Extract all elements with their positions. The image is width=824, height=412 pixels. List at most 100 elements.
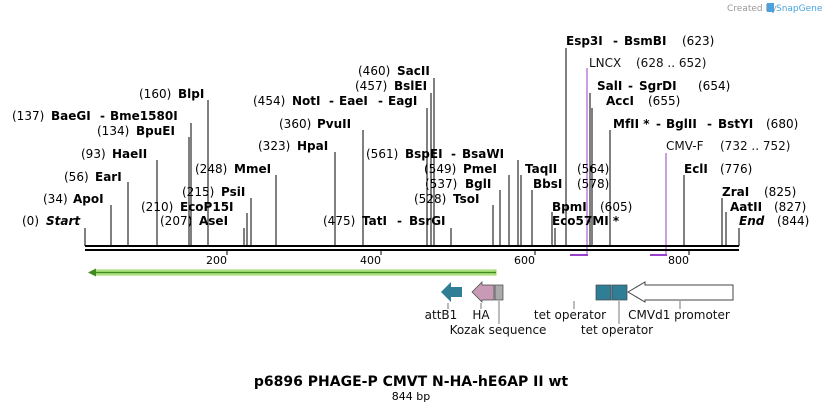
map-subtitle: 844 bp (392, 390, 430, 403)
site-baegi-pos: (137) (12, 109, 44, 123)
site-hpai-pos: (323) (258, 139, 290, 153)
site-asei-pos: (207) (160, 214, 192, 228)
site-taqii-pos: (564) (577, 162, 609, 176)
feature-label-tet-operator-1: tet operator (534, 308, 606, 322)
ha-feature (471, 281, 495, 303)
site-acci-name: AccI (606, 94, 634, 108)
site-bspei-name: BspEI (405, 147, 443, 161)
site-haeii-pos: (93) (81, 147, 106, 161)
site-tati-name: TatI (362, 214, 387, 228)
axis-label-600: 600 (514, 254, 535, 267)
site-start-name: Start (46, 214, 81, 228)
site-tsoi-pos: (528) (414, 192, 446, 206)
site-eari-name: EarI (95, 170, 122, 184)
primer-cmvf-name: CMV-F (666, 139, 704, 153)
axis-label-800: 800 (668, 254, 689, 267)
site-ecop15i-pos: (210) (141, 200, 173, 214)
feature-label-tet-operator-2: tet operator (581, 323, 653, 337)
tet-operator-feature-1 (595, 284, 612, 301)
site-hpai-name: HpaI (297, 139, 328, 153)
tet-operator-feature-2 (611, 284, 628, 301)
feature-label-cmvd1-promoter: CMVd1 promoter (628, 308, 730, 322)
site-zrai-name: ZraI (722, 185, 749, 199)
site-bsawi-name: BsaWI (462, 147, 504, 161)
site-bsrgi-name: BsrGI (409, 214, 446, 228)
site-end-name: End (739, 214, 765, 228)
site-bgli-name: BglI (465, 177, 491, 191)
site-eaei-name: EaeI (339, 94, 368, 108)
site-ecop15i-name: EcoP15I (180, 200, 234, 214)
site-bpuei-pos: (134) (97, 124, 129, 138)
site-blpi-name: BlpI (178, 87, 204, 101)
site-bglii-name: BglII (666, 117, 697, 131)
site-sgrdi-name: SgrDI (639, 79, 677, 93)
site-mfli-sep2: - (707, 117, 712, 131)
site-start-pos: (0) (22, 214, 39, 228)
site-ecli-name: EclI (684, 162, 708, 176)
site-sali-sep: - (628, 79, 633, 93)
site-mfli-sep1: - (656, 117, 661, 131)
primer-lncx-range: (628 .. 652) (636, 56, 706, 70)
axis-label-200: 200 (206, 254, 227, 267)
site-pmei-pos: (549) (424, 162, 456, 176)
site-aatii-pos: (827) (774, 200, 806, 214)
site-sacii-name: SacII (397, 64, 430, 78)
cmvd1-promoter-feature (627, 281, 734, 303)
site-bgli-pos: (537) (425, 177, 457, 191)
feature-label-kozak: Kozak sequence (450, 323, 547, 337)
site-mmei-name: MmeI (234, 162, 271, 176)
site-tati-pos: (475) (323, 214, 355, 228)
site-esp3i-name: Esp3I (566, 34, 603, 48)
credit-brand: SnapGene (776, 4, 823, 14)
site-bspei-pos: (561) (366, 147, 398, 161)
site-taqii-name: TaqII (525, 162, 557, 176)
site-aatii-name: AatII (730, 200, 762, 214)
site-bme1580i-name: Bme1580I (110, 109, 178, 123)
site-ecli-pos: (776) (720, 162, 752, 176)
site-sacii-pos: (460) (358, 64, 390, 78)
site-pvuii-name: PvuII (317, 117, 351, 131)
site-eari-pos: (56) (64, 170, 89, 184)
site-end-pos: (844) (777, 214, 809, 228)
site-noti-sep2: - (378, 94, 383, 108)
site-bpuei-name: BpuEI (136, 124, 175, 138)
site-605-pos: (605) (600, 200, 632, 214)
site-mmei-pos: (248) (195, 162, 227, 176)
site-bbsi-pos: (578) (577, 177, 609, 191)
site-pmei-name: PmeI (463, 162, 497, 176)
feature-label-attb1: attB1 (425, 308, 458, 322)
site-tsoi-name: TsoI (453, 192, 479, 206)
site-bpmi-name: BpmI (552, 200, 587, 214)
site-ticks (84, 48, 740, 246)
site-baegi-sep: - (100, 109, 105, 123)
site-psii-pos: (215) (182, 185, 214, 199)
site-sali-pos: (654) (698, 79, 730, 93)
site-zrai-pos: (825) (764, 185, 796, 199)
site-bsmbi-name: BsmBI (624, 34, 666, 48)
site-haeii-name: HaeII (112, 147, 147, 161)
primer-marks (570, 68, 667, 256)
site-bspei-sep: - (451, 147, 456, 161)
site-bslei-pos: (457) (355, 79, 387, 93)
primer-cmvf-range: (732 .. 752) (720, 139, 790, 153)
site-mfli-name: MfII * (613, 117, 650, 131)
site-acci-pos: (655) (648, 94, 680, 108)
site-apoi-name: ApoI (73, 192, 104, 206)
site-eagi-name: EagI (388, 94, 417, 108)
site-esp3i-pos: (623) (682, 34, 714, 48)
site-bbsi-name: BbsI (533, 177, 562, 191)
snapgene-logo (767, 3, 774, 12)
site-eco57mi-name: Eco57MI * (552, 214, 620, 228)
site-sali-name: SalI (597, 79, 622, 93)
feature-label-ha: HA (472, 308, 490, 322)
site-asei-name: AseI (199, 214, 228, 228)
site-noti-pos: (454) (253, 94, 285, 108)
site-psii-name: PsiI (221, 185, 245, 199)
site-blpi-pos: (160) (139, 87, 171, 101)
kozak-feature (494, 284, 504, 301)
attb1-feature (441, 282, 462, 302)
site-esp3i-sep: - (613, 34, 618, 48)
credit-text: Created by (727, 4, 777, 14)
sequence-backbone (85, 245, 739, 255)
